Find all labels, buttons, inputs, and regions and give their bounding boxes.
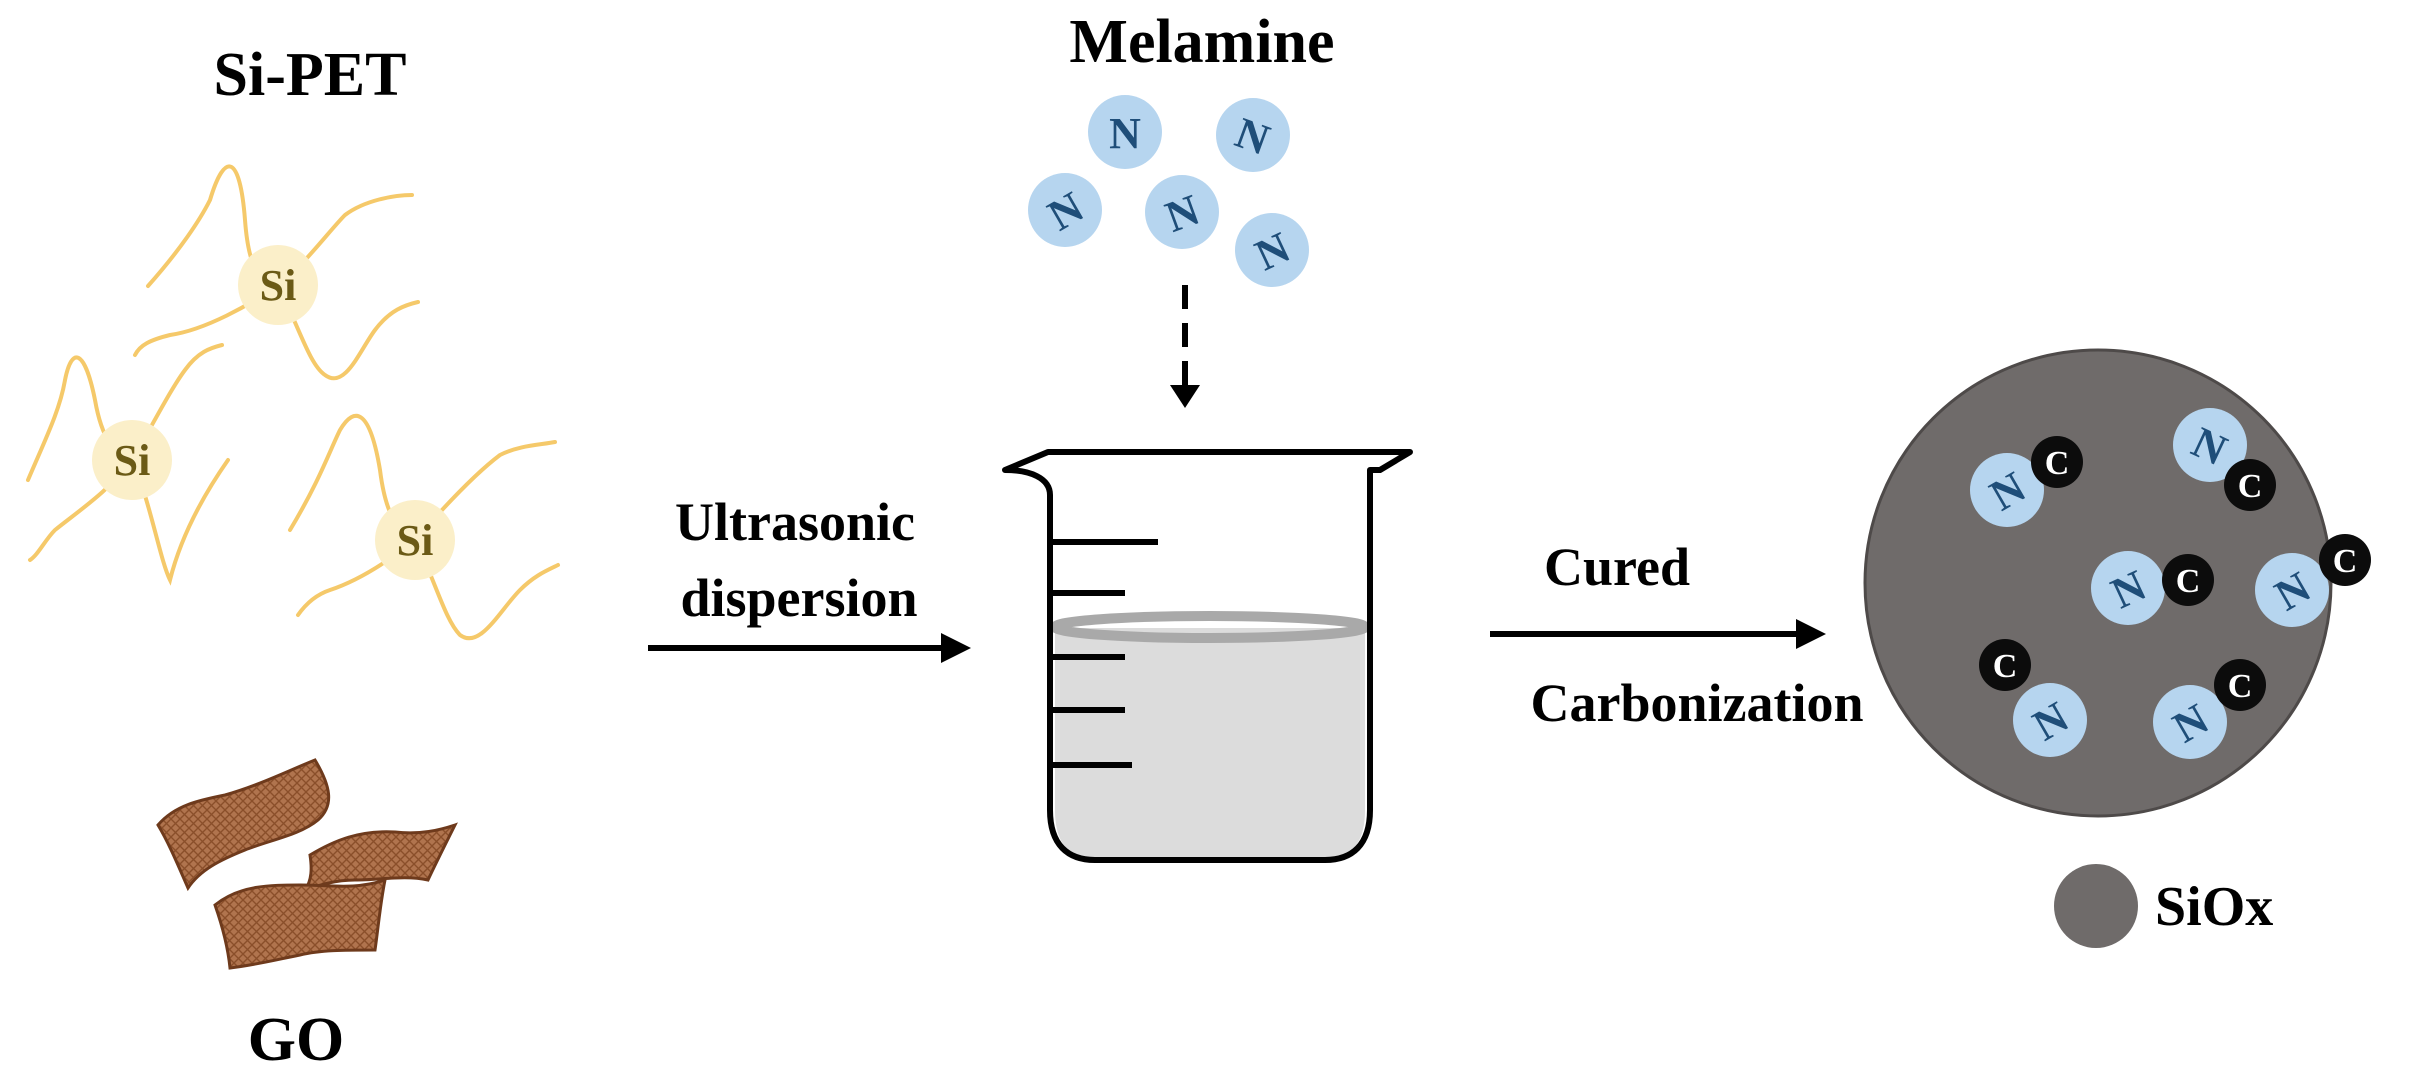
c-sphere: [1979, 639, 2031, 691]
si-pet-polymer: [26, 164, 560, 640]
siox-legend: SiOx: [2054, 864, 2273, 948]
c-sphere: [2162, 554, 2214, 606]
n-c-pair: NC: [1979, 639, 2087, 757]
go-label: GO: [248, 1006, 344, 1074]
c-atom-label: C: [2333, 543, 2358, 580]
melamine-n-sphere: N: [1235, 213, 1309, 287]
melamine-n-sphere: N: [1028, 173, 1102, 247]
n-sphere: [2091, 551, 2165, 625]
n-c-pair: NC: [2153, 659, 2266, 759]
si-atom-label: Si: [397, 516, 434, 565]
beaker-graduations: [1052, 539, 1158, 768]
si-node-2: Si: [92, 420, 172, 500]
c-atom-label: C: [2176, 563, 2201, 600]
c-sphere: [2319, 534, 2371, 586]
siox-legend-swatch: [2054, 864, 2138, 948]
beaker-liquid: [1055, 628, 1365, 858]
si-node-3: Si: [375, 500, 455, 580]
si-node-1: Si: [238, 245, 318, 325]
n-c-pair: NC: [2255, 534, 2371, 627]
n-sphere: [2013, 683, 2087, 757]
c-atom-label: C: [2238, 468, 2263, 505]
n-sphere: [2255, 553, 2329, 627]
c-atom-label: C: [2228, 668, 2253, 705]
melamine-label: Melamine: [1069, 8, 1334, 76]
c-sphere: [2214, 659, 2266, 711]
carbonization-label: Carbonization: [1530, 673, 1863, 733]
n-atom-label: N: [1109, 109, 1141, 158]
melamine-n-sphere: N: [1216, 98, 1290, 172]
n-sphere: [1970, 453, 2044, 527]
melamine-molecules: N N N N N: [1028, 95, 1309, 287]
c-atom-label: C: [2045, 445, 2070, 482]
beaker-outline: [1002, 449, 1413, 863]
n-sphere: [2153, 685, 2227, 759]
go-sheet: [156, 758, 331, 892]
c-sphere: [2224, 459, 2276, 511]
si-atom-label: Si: [114, 436, 151, 485]
melamine-n-sphere: N: [1145, 175, 1219, 249]
si-pet-label: Si-PET: [214, 41, 407, 109]
n-sphere: [2173, 408, 2247, 482]
go-sheet: [213, 877, 387, 970]
ultrasonic-label: Ultrasonic: [675, 492, 915, 552]
c-sphere: [2031, 436, 2083, 488]
go-sheets: [156, 758, 458, 970]
beaker: [1002, 449, 1413, 863]
dispersion-label: dispersion: [680, 568, 917, 628]
melamine-n-sphere: N: [1088, 95, 1162, 169]
melamine-dashed-arrow: [1170, 285, 1200, 408]
si-atom-label: Si: [260, 261, 297, 310]
c-atom-label: C: [1993, 648, 2018, 685]
cured-label: Cured: [1544, 537, 1690, 597]
liquid-surface: [1050, 611, 1370, 643]
n-c-pair: NC: [2173, 408, 2276, 511]
siox-label: SiOx: [2155, 876, 2273, 938]
